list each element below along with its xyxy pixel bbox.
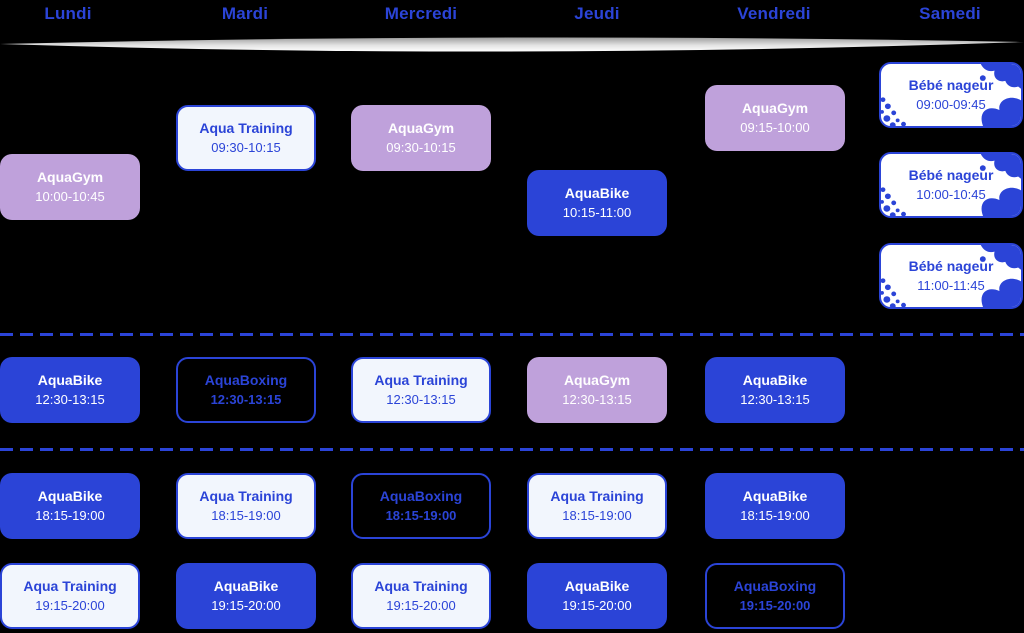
class-card: AquaBike 10:15-11:00 — [527, 170, 667, 236]
class-card-time: 12:30-13:15 — [386, 391, 456, 407]
class-card: Aqua Training 12:30-13:15 — [351, 357, 491, 423]
class-card-title: Aqua Training — [550, 488, 644, 505]
class-card: AquaBoxing 12:30-13:15 — [176, 357, 316, 423]
class-card: AquaBike 19:15-20:00 — [176, 563, 316, 629]
class-card-time: 12:30-13:15 — [35, 391, 105, 407]
class-card: AquaBike 19:15-20:00 — [527, 563, 667, 629]
class-card-title: Bébé nageur — [908, 258, 994, 275]
class-card-title: AquaBoxing — [204, 372, 288, 389]
day-header-mardi: Mardi — [221, 4, 269, 23]
class-card-title: AquaGym — [563, 372, 631, 389]
class-card: Aqua Training 19:15-20:00 — [351, 563, 491, 629]
class-card-title: AquaGym — [741, 100, 809, 117]
class-card: Bébé nageur 11:00-11:45 — [879, 243, 1023, 309]
class-card-time: 19:15-20:00 — [562, 597, 632, 613]
class-card-title: Aqua Training — [374, 372, 468, 389]
class-card-time: 18:15-19:00 — [211, 507, 281, 523]
class-card-title: AquaBike — [564, 185, 630, 202]
class-card: AquaBike 18:15-19:00 — [705, 473, 845, 539]
class-card: Bébé nageur 10:00-10:45 — [879, 152, 1023, 218]
class-card-title: Aqua Training — [23, 578, 117, 595]
class-card-title: AquaBoxing — [379, 488, 463, 505]
swoosh-divider — [0, 37, 1024, 52]
class-card-title: AquaBike — [742, 488, 808, 505]
class-card-time: 10:00-10:45 — [916, 186, 986, 202]
class-card: AquaBoxing 19:15-20:00 — [705, 563, 845, 629]
dashed-divider — [0, 448, 1024, 451]
day-header-mercredi: Mercredi — [384, 4, 458, 23]
class-card-time: 18:15-19:00 — [385, 507, 457, 523]
class-card-time: 10:15-11:00 — [562, 204, 632, 220]
class-card: AquaGym 09:15-10:00 — [705, 85, 845, 151]
dashed-divider — [0, 333, 1024, 336]
class-card-title: Aqua Training — [199, 120, 293, 137]
class-card-time: 18:15-19:00 — [562, 507, 632, 523]
class-card: Aqua Training 09:30-10:15 — [176, 105, 316, 171]
class-card-title: Aqua Training — [199, 488, 293, 505]
class-card-title: AquaBike — [37, 372, 103, 389]
class-card-time: 19:15-20:00 — [35, 597, 105, 613]
class-card-time: 19:15-20:00 — [739, 597, 811, 613]
class-card-time: 19:15-20:00 — [211, 597, 281, 613]
class-card: AquaGym 09:30-10:15 — [351, 105, 491, 171]
class-card-time: 18:15-19:00 — [35, 507, 105, 523]
class-card: Aqua Training 18:15-19:00 — [176, 473, 316, 539]
class-card-title: Aqua Training — [374, 578, 468, 595]
class-card-time: 11:00-11:45 — [917, 277, 985, 293]
class-card-time: 09:30-10:15 — [211, 139, 281, 155]
class-card: AquaBike 12:30-13:15 — [0, 357, 140, 423]
class-card-title: AquaBike — [37, 488, 103, 505]
day-header-jeudi: Jeudi — [574, 4, 620, 23]
day-header-vendredi: Vendredi — [737, 4, 811, 23]
class-card: AquaGym 10:00-10:45 — [0, 154, 140, 220]
class-card-time: 09:00-09:45 — [916, 96, 986, 112]
class-card-time: 12:30-13:15 — [562, 391, 632, 407]
class-card-time: 09:30-10:15 — [386, 139, 456, 155]
class-card-time: 09:15-10:00 — [740, 119, 810, 135]
class-card-title: Bébé nageur — [908, 167, 994, 184]
class-card: AquaBoxing 18:15-19:00 — [351, 473, 491, 539]
class-card-time: 10:00-10:45 — [35, 188, 105, 204]
class-card-title: AquaBike — [742, 372, 808, 389]
class-card-title: AquaBike — [564, 578, 630, 595]
class-card: AquaBike 12:30-13:15 — [705, 357, 845, 423]
class-card: Aqua Training 19:15-20:00 — [0, 563, 140, 629]
day-header-lundi: Lundi — [44, 4, 92, 23]
class-card-title: AquaGym — [387, 120, 455, 137]
day-header-samedi: Samedi — [919, 4, 981, 23]
class-card: AquaGym 12:30-13:15 — [527, 357, 667, 423]
class-card-time: 12:30-13:15 — [210, 391, 282, 407]
class-card: Aqua Training 18:15-19:00 — [527, 473, 667, 539]
class-card-title: AquaBoxing — [733, 578, 817, 595]
class-card-title: AquaBike — [213, 578, 279, 595]
class-card-time: 19:15-20:00 — [386, 597, 456, 613]
class-card-title: AquaGym — [36, 169, 104, 186]
class-card-time: 12:30-13:15 — [740, 391, 810, 407]
class-card-time: 18:15-19:00 — [740, 507, 810, 523]
class-card-title: Bébé nageur — [908, 77, 994, 94]
class-card: AquaBike 18:15-19:00 — [0, 473, 140, 539]
class-card: Bébé nageur 09:00-09:45 — [879, 62, 1023, 128]
